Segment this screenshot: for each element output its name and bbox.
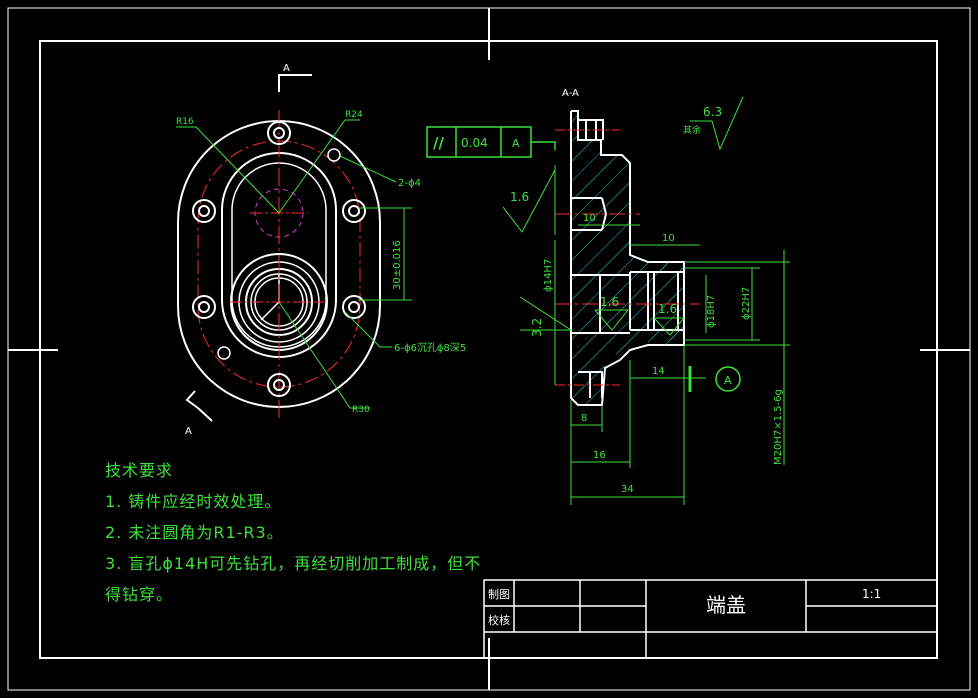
tolerance-value: 0.04 bbox=[461, 136, 488, 150]
dim-r30: R30 bbox=[352, 405, 370, 415]
front-view: A A R16 R24 R30 2-ϕ4 6-ϕ6沉孔ϕ8深5 30±0.016 bbox=[176, 63, 466, 437]
tolerance-datum: A bbox=[512, 137, 520, 150]
roughness-3-2: 3.2 bbox=[530, 318, 544, 337]
dim-16: 16 bbox=[593, 450, 606, 461]
dim-8: 8 bbox=[581, 413, 587, 424]
section-cut-arrows bbox=[185, 74, 312, 422]
tech-req-line-4: 得钻穿。 bbox=[105, 585, 174, 604]
dim-34: 34 bbox=[621, 484, 634, 495]
roughness-rest: 其余 bbox=[683, 124, 701, 136]
tolerance-frame bbox=[426, 126, 556, 158]
scale: 1:1 bbox=[862, 587, 881, 601]
roughness-symbols bbox=[502, 96, 744, 336]
technical-requirements: 技术要求 1. 铸件应经时效处理。 2. 未注圆角为R1-R3。 3. 盲孔ϕ1… bbox=[105, 455, 481, 610]
view-arrow-label-top: A bbox=[283, 63, 290, 74]
section-dimensions bbox=[554, 224, 790, 505]
tolerance-symbol: // bbox=[433, 134, 444, 152]
dim-spacing: 30±0.016 bbox=[392, 240, 403, 290]
roughness-1-6-b: 1.6 bbox=[600, 295, 619, 309]
part-name: 端盖 bbox=[706, 593, 746, 617]
dim-d22: ϕ22H7 bbox=[741, 287, 752, 320]
dim-r24: R24 bbox=[345, 110, 363, 120]
front-dimensions bbox=[176, 119, 412, 409]
dim-holes-2: 2-ϕ4 bbox=[398, 178, 421, 189]
dim-14: 14 bbox=[652, 366, 665, 377]
roughness-1-6-a: 1.6 bbox=[510, 190, 529, 204]
title-block bbox=[483, 579, 938, 659]
dim-d18: ϕ18H7 bbox=[706, 295, 717, 328]
dim-r16: R16 bbox=[176, 117, 194, 127]
roughness-6-3: 6.3 bbox=[703, 105, 722, 119]
tech-req-title: 技术要求 bbox=[105, 461, 174, 480]
dim-d14: ϕ14H7 bbox=[543, 259, 554, 292]
datum-circle bbox=[715, 366, 741, 392]
datum-label: A bbox=[724, 374, 732, 387]
dim-10b: 10 bbox=[662, 233, 675, 244]
tech-req-line-3: 3. 盲孔ϕ14H可先钻孔，再经切削加工制成，但不 bbox=[105, 554, 482, 573]
dim-thread: M20H7×1.5-6g bbox=[773, 389, 784, 465]
tech-req-line-1: 1. 铸件应经时效处理。 bbox=[105, 492, 282, 511]
view-arrow-label-bottom: A bbox=[185, 426, 192, 437]
title-drawn-label: 制图 bbox=[488, 588, 510, 601]
dim-holes-6: 6-ϕ6沉孔ϕ8深5 bbox=[394, 341, 466, 354]
section-view: A-A bbox=[426, 88, 790, 505]
dim-10a: 10 bbox=[583, 213, 596, 224]
section-label: A-A bbox=[562, 88, 579, 99]
tech-req-line-2: 2. 未注圆角为R1-R3。 bbox=[105, 523, 284, 542]
bolt-holes bbox=[192, 121, 366, 397]
roughness-1-6-c: 1.6 bbox=[658, 302, 677, 316]
title-checked-label: 校核 bbox=[488, 613, 510, 627]
